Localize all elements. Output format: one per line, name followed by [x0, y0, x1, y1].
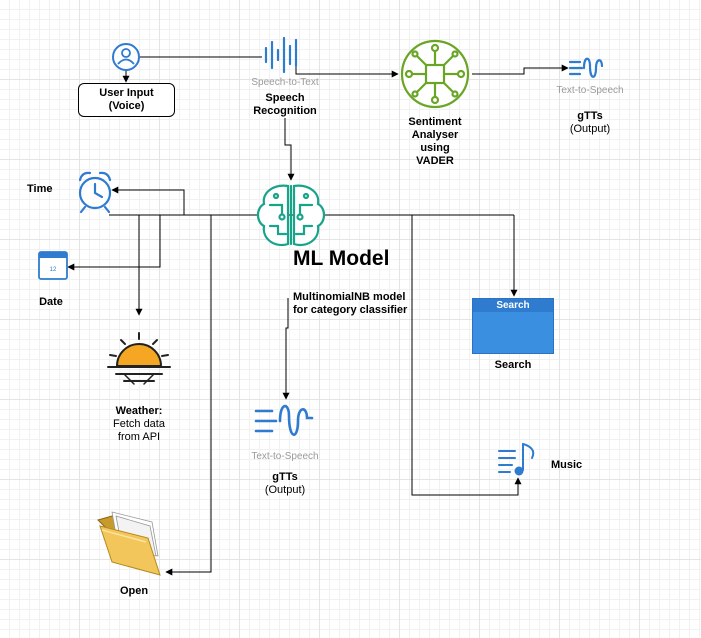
circuit-node-icon[interactable] — [400, 39, 470, 109]
gtts-mid-label: gTTs — [272, 471, 298, 483]
search-label: Search — [494, 359, 532, 371]
user-input-box[interactable]: User Input (Voice) — [78, 83, 175, 117]
music-note-icon[interactable] — [498, 443, 535, 476]
weather-label: Weather: Fetch data from API — [99, 405, 179, 444]
edge-ml-to-music — [411, 215, 522, 496]
ml-model-title: ML Model — [293, 247, 390, 270]
svg-text:12: 12 — [50, 267, 57, 273]
search-panel-bar: Search — [473, 299, 553, 312]
user-icon[interactable] — [112, 43, 140, 71]
gtts-top-sub: (Output) — [569, 123, 611, 135]
time-label: Time — [27, 183, 53, 195]
speech-wave-icon[interactable] — [568, 57, 604, 78]
music-label: Music — [551, 459, 583, 471]
search-panel[interactable]: Search — [472, 298, 554, 354]
calendar-icon[interactable]: 12 — [38, 251, 68, 280]
speech-recognition-label: Speech Recognition — [253, 92, 317, 117]
sentiment-label: Sentiment Analyser using VADER — [408, 116, 462, 167]
edge-ml-to-date — [67, 215, 161, 271]
user-input-label: User Input (Voice) — [99, 87, 154, 112]
open-label: Open — [119, 585, 149, 597]
edge-ml-to-time — [111, 186, 185, 215]
weather-desc: Fetch data from API — [113, 418, 165, 443]
date-label: Date — [39, 296, 63, 308]
speech-wave-icon-mid[interactable] — [254, 404, 314, 436]
brain-circuit-icon[interactable] — [256, 184, 326, 247]
edge-stt-to-sentiment — [295, 66, 399, 78]
weather-title: Weather: — [115, 405, 163, 417]
gtts-top-label: gTTs — [577, 110, 603, 122]
edge-ml-to-gtts-mid — [282, 298, 290, 400]
gtts-mid-sub: (Output) — [264, 484, 306, 496]
ml-model-description: MultinomialNB model for category classif… — [293, 291, 408, 316]
tts-mid-caption: Text-to-Speech — [251, 451, 319, 462]
sunset-icon[interactable] — [107, 332, 171, 385]
stt-caption: Speech-to-Text — [251, 77, 319, 88]
edge-recognition-to-ml — [284, 118, 295, 181]
edge-sentiment-to-tts — [472, 64, 569, 75]
alarm-clock-icon[interactable] — [78, 171, 112, 214]
waveform-icon[interactable] — [264, 36, 298, 74]
folder-icon[interactable] — [97, 511, 161, 576]
tts-top-caption: Text-to-Speech — [556, 85, 624, 96]
edge-ml-to-open — [165, 215, 212, 576]
